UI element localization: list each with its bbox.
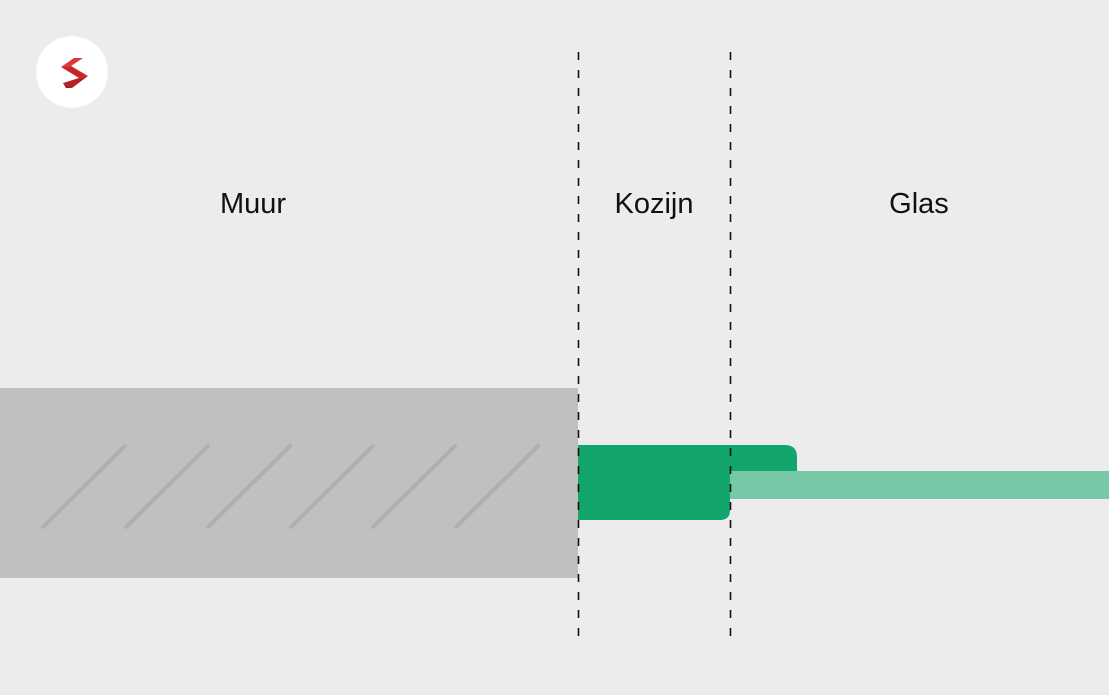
wall-label: Muur (219, 188, 287, 220)
brand-s-logo-icon (61, 58, 88, 88)
frame-label: Kozijn (614, 188, 694, 220)
glass-label: Glas (889, 188, 949, 220)
frame-profile (578, 445, 797, 520)
wall-block (0, 388, 578, 578)
glass-pane (730, 471, 1109, 499)
logo (36, 36, 108, 108)
wall-hatch (41, 444, 540, 529)
